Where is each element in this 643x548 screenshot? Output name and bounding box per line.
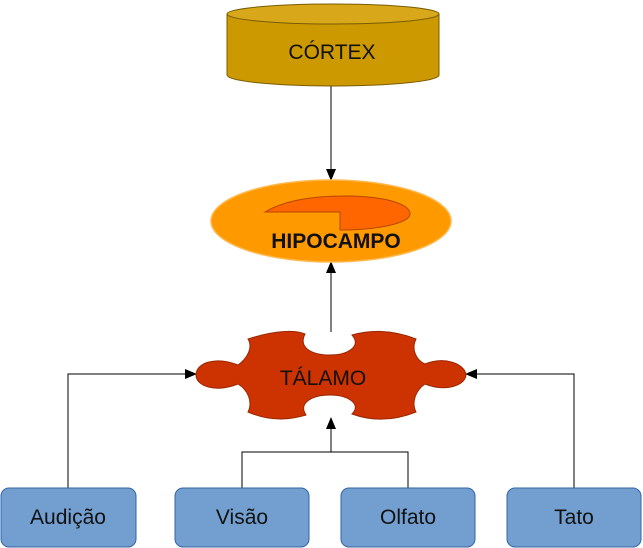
talamo-puzzle-piece (195, 330, 467, 420)
audicao-label: Audição (30, 506, 106, 529)
arrow-tato-to-talamo (465, 369, 575, 488)
visao-box (174, 487, 310, 548)
arrow-audicao-to-talamo (67, 369, 197, 488)
cortex-node: CÓRTEX (226, 3, 440, 87)
cortex-label: CÓRTEX (288, 41, 375, 64)
visao-label: Visão (216, 506, 268, 529)
olfato-label: Olfato (380, 506, 436, 529)
hipocampo-label: HIPOCAMPO (271, 230, 401, 253)
talamo-node: TÁLAMO (195, 330, 467, 420)
tato-box (506, 487, 642, 548)
connector-visao (241, 451, 409, 488)
connectors (67, 86, 575, 488)
hipocampo-node: HIPOCAMPO (210, 179, 452, 263)
sense-olfato: Olfato (340, 487, 476, 548)
cortex-cylinder-top (226, 3, 440, 25)
talamo-label: TÁLAMO (280, 367, 366, 390)
tato-label: Tato (554, 506, 594, 529)
sense-visao: Visão (174, 487, 310, 548)
sense-audicao: Audição (0, 487, 137, 548)
olfato-box (340, 487, 476, 548)
sense-tato: Tato (506, 487, 642, 548)
cortex-cylinder-body (226, 13, 440, 87)
audicao-box (0, 487, 137, 548)
hipocampo-pie (263, 195, 411, 231)
